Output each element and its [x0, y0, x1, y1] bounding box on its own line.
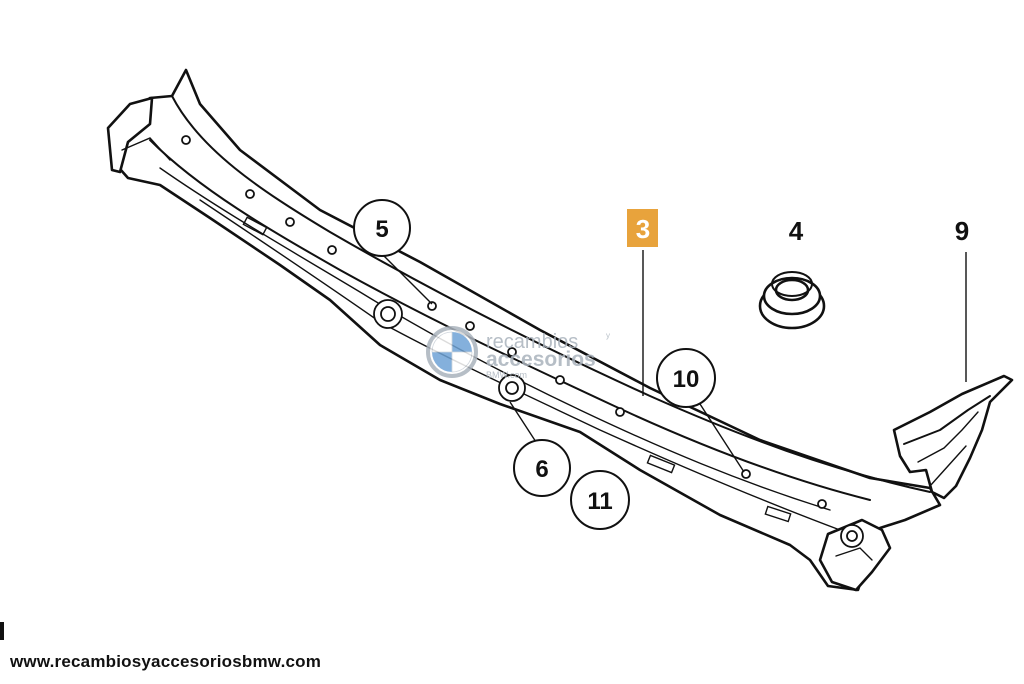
label-4[interactable]: 4: [789, 216, 804, 246]
leader-5: [383, 255, 433, 305]
watermark: recambios y accesorios BMW.com: [426, 326, 610, 380]
site-url[interactable]: www.recambiosyaccesoriosbmw.com: [10, 652, 322, 671]
callout-6[interactable]: 6: [513, 439, 571, 497]
callout-11[interactable]: 11: [570, 470, 630, 530]
callout-6-label: 6: [535, 456, 548, 483]
callout-10-label: 10: [673, 366, 700, 393]
side-bracket-part: [892, 374, 1014, 500]
callout-5-label: 5: [375, 216, 388, 243]
watermark-small: y: [606, 331, 610, 340]
label-3-text: 3: [636, 214, 650, 244]
callout-10[interactable]: 10: [656, 348, 716, 408]
grommet-part: [758, 271, 826, 330]
leader-6: [509, 401, 537, 443]
callout-11-label: 11: [587, 488, 612, 515]
watermark-line3: BMW.com: [486, 370, 527, 380]
bmw-logo-watermark: [426, 326, 478, 378]
label-3[interactable]: 3: [627, 209, 658, 247]
edge-mark: [0, 622, 4, 640]
callout-5[interactable]: 5: [353, 199, 411, 257]
watermark-line2: accesorios: [486, 348, 596, 371]
leader-10: [699, 403, 745, 473]
cowl-panel-part: [106, 68, 942, 592]
watermark-line1: recambios: [486, 331, 578, 353]
label-9[interactable]: 9: [955, 216, 969, 246]
